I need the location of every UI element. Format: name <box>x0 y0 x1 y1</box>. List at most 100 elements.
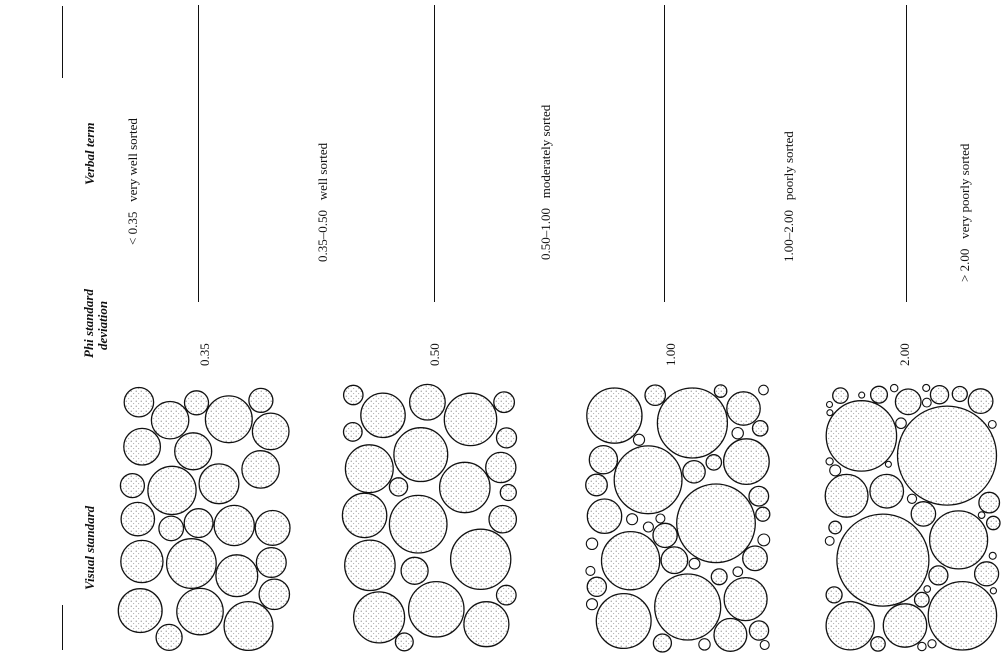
grain-circle <box>757 533 771 547</box>
grain-circle <box>884 460 892 468</box>
grain-circle <box>858 391 866 399</box>
grain-circle <box>825 601 875 651</box>
grain-circle <box>910 501 937 527</box>
grain-circle <box>652 522 678 549</box>
grain-circle <box>927 580 998 651</box>
grain-circle <box>632 433 646 446</box>
grain-circle <box>705 454 723 471</box>
grain-circle <box>449 528 512 591</box>
grain-circle <box>676 483 756 564</box>
grain-circle <box>928 510 989 570</box>
visual-standard-panel <box>585 384 771 653</box>
grain-circle <box>585 537 599 551</box>
grain-circle <box>344 539 396 592</box>
grain-circle <box>499 483 517 502</box>
grain-circle <box>731 426 744 440</box>
grain-circle <box>973 561 1000 587</box>
grain-circle <box>894 388 922 416</box>
grain-circle <box>660 546 689 575</box>
grain-circle <box>988 551 997 560</box>
grain-circle <box>438 461 491 514</box>
grain-circle <box>732 566 744 578</box>
grain-circle <box>642 521 654 533</box>
grain-circle <box>223 600 274 652</box>
grain-circle <box>123 386 155 418</box>
grain-circle <box>722 438 770 486</box>
grain-circle <box>682 459 706 484</box>
visual-standard-panel <box>341 383 518 652</box>
grain-circle <box>758 384 769 396</box>
grain-circle <box>255 546 287 579</box>
grain-circle <box>906 493 918 504</box>
grain-circle <box>836 513 930 607</box>
visual-standard-panel <box>117 386 291 652</box>
header-bottom-rule <box>62 605 63 650</box>
grain-circle <box>655 513 666 524</box>
grain-circle <box>117 588 163 634</box>
grain-circle <box>120 539 164 584</box>
grain-circle <box>698 638 711 651</box>
grain-circle <box>928 565 949 586</box>
grain-circle <box>248 387 274 414</box>
grain-circle <box>495 584 517 606</box>
grain-circle <box>213 504 255 547</box>
grain-circle <box>585 598 599 611</box>
grain-circle <box>352 591 406 644</box>
grain-circle <box>889 383 899 393</box>
grain-circle <box>929 384 950 405</box>
grain-circle <box>688 557 701 570</box>
grain-circle <box>120 501 156 537</box>
grain-circle <box>585 473 608 497</box>
grain-circle <box>407 580 465 638</box>
grain-circle <box>748 485 770 507</box>
grain-circle <box>119 472 146 499</box>
grain-circle <box>654 573 722 641</box>
grain-circle <box>742 545 768 572</box>
grain-circle <box>394 632 414 652</box>
grain-circle <box>825 457 834 466</box>
divider-rule-1 <box>198 5 199 302</box>
grain-circle <box>586 387 643 444</box>
grain-circle <box>896 405 998 506</box>
divider-rule-2 <box>434 5 435 302</box>
grain-circle <box>204 395 253 444</box>
grain-circle <box>388 477 409 497</box>
grain-circle <box>600 530 661 591</box>
grain-circle <box>408 383 446 421</box>
grain-circle <box>341 492 388 539</box>
grain-circle <box>870 636 886 652</box>
grain-circle <box>155 623 183 652</box>
grain-circle <box>824 473 869 518</box>
grain-circle <box>652 633 673 653</box>
grain-circle <box>176 587 224 636</box>
grain-circle <box>174 432 213 471</box>
grain-circle <box>825 586 843 604</box>
grain-circle <box>895 417 907 430</box>
grain-circle <box>828 520 843 535</box>
grain-circle <box>495 427 518 449</box>
divider-rule-4 <box>906 5 907 302</box>
grain-circle <box>656 387 729 459</box>
grain-circle <box>198 463 240 505</box>
grain-circle <box>626 513 639 526</box>
grain-circle <box>123 427 162 466</box>
grain-circle <box>723 576 768 622</box>
grain-circle <box>951 385 968 403</box>
grain-circle <box>917 641 927 652</box>
grain-circle <box>978 491 1001 514</box>
grain-circle <box>183 508 214 539</box>
grain-circle <box>595 592 652 650</box>
grain-circle <box>183 390 210 416</box>
grain-circle <box>258 578 291 611</box>
grain-circle <box>342 421 363 442</box>
grain-circle <box>759 639 770 651</box>
grain-circle <box>869 473 905 509</box>
grain-circle <box>443 392 498 447</box>
grain-circle <box>158 515 185 542</box>
grain-circle <box>388 494 448 554</box>
grain-circle <box>882 603 928 648</box>
grain-circle <box>748 620 770 641</box>
grain-circle <box>985 515 1001 531</box>
grain-circle <box>150 400 190 440</box>
